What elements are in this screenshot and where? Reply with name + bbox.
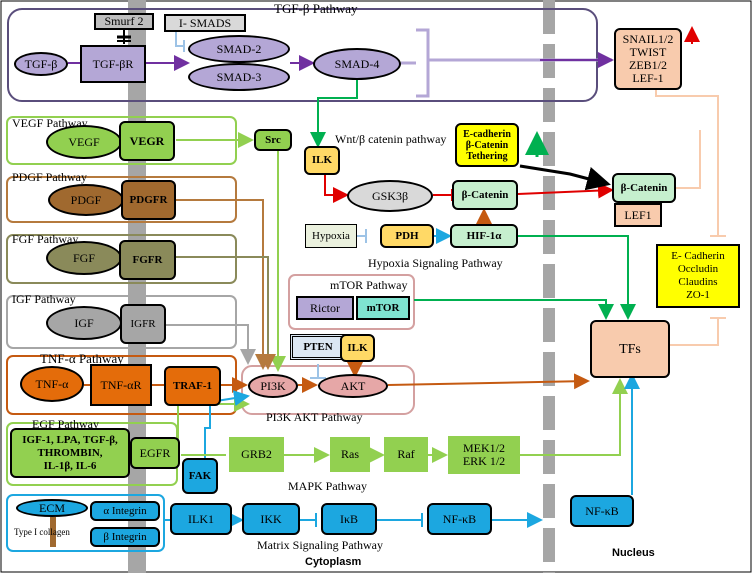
fgf-pathway-title: FGF Pathway <box>12 232 79 246</box>
hypoxia-node: Hypoxia <box>305 224 357 248</box>
ilk-wnt-node: ILK <box>304 146 340 175</box>
hif1a-node: HIF-1α <box>450 224 518 248</box>
src-node: Src <box>254 129 292 151</box>
igf-ligand-node: IGF <box>46 306 122 340</box>
beta-integrin-node: β Integrin <box>90 527 160 547</box>
vegf-ligand-node: VEGF <box>46 125 122 159</box>
lef1-node: LEF1 <box>614 203 662 227</box>
vegr-node: VEGR <box>119 121 175 161</box>
egf-ligands-node: IGF-1, LPA, TGF-β,THROMBIN,IL-1β, IL-6 <box>10 428 130 478</box>
mtor-pathway-box <box>288 274 415 330</box>
tgfb-ligand-node: TGF-β <box>14 52 68 76</box>
matrix-box <box>6 494 165 552</box>
mtor-pathway-title: mTOR Pathway <box>330 278 408 292</box>
smad4-node: SMAD-4 <box>313 48 401 80</box>
ilk1-node: ILK1 <box>170 503 232 535</box>
ilk-akt-node: ILK <box>340 334 375 362</box>
ismads-node: I- SMADS <box>164 14 246 32</box>
akt-node: AKT <box>318 374 388 398</box>
cell-membrane <box>128 0 146 573</box>
grb2-node: GRB2 <box>229 437 284 472</box>
hypoxia-pathway-title: Hypoxia Signaling Pathway <box>368 256 503 270</box>
ikk-node: IKK <box>242 503 300 535</box>
tnfa-ligand-node: TNF-α <box>20 366 84 402</box>
fak-node: FAK <box>182 458 218 494</box>
tnf-pathway-title: TNF-α Pathway <box>40 351 124 366</box>
tgf-pathway-title: TGF-β Pathway <box>274 1 358 16</box>
alpha-integrin-node: α Integrin <box>90 501 160 521</box>
pdgfr-node: PDGFR <box>121 180 176 220</box>
wnt-pathway-title: Wnt/β catenin pathway <box>335 132 447 146</box>
pi3k-pathway-title: PI3K AKT Pathway <box>266 410 363 424</box>
smad2-node: SMAD-2 <box>188 35 290 63</box>
igf-pathway-title: IGF Pathway <box>12 292 76 306</box>
egf-pathway-title: EGF Pathway <box>32 417 99 431</box>
nfkb-nuclear-node: NF-κB <box>570 495 634 527</box>
collagen-fiber <box>50 517 56 547</box>
tnfar-node: TNF-αR <box>90 364 152 406</box>
matrix-pathway-title: Matrix Signaling Pathway <box>257 538 383 552</box>
igf-pathway-box <box>6 295 237 349</box>
cytoplasm-label: Cytoplasm <box>305 556 362 568</box>
tgf-pathway-box <box>7 8 598 102</box>
ikb-node: IκB <box>321 503 377 535</box>
smad3-node: SMAD-3 <box>188 63 290 91</box>
nucleus-label: Nucleus <box>612 547 655 559</box>
type-i-collagen-label: Type I collagen <box>14 527 70 537</box>
traf1-node: TRAF-1 <box>164 366 221 406</box>
tfs-node: TFs <box>590 320 670 378</box>
mapk-pathway-title: MAPK Pathway <box>288 479 368 493</box>
tgfbr-node: TGF-βR <box>80 45 146 83</box>
nfkb-cyto-node: NF-κB <box>427 503 492 535</box>
igfr-node: IGFR <box>120 304 166 344</box>
pdgf-pathway-title: PDGF Pathway <box>12 170 88 184</box>
fgfr-node: FGFR <box>119 240 176 280</box>
mtor-node: mTOR <box>356 296 410 320</box>
fgf-ligand-node: FGF <box>46 241 122 275</box>
raf-node: Raf <box>384 437 428 472</box>
beta-catenin-cyto-node: β-Catenin <box>452 180 518 210</box>
pten-node: PTEN <box>290 334 346 360</box>
pdh-node: PDH <box>380 224 434 248</box>
pi3k-node: PI3K <box>248 374 298 398</box>
gsk3b-node: GSK3β <box>347 180 433 212</box>
egfr-node: EGFR <box>130 437 180 469</box>
pdgf-ligand-node: PDGF <box>48 184 124 216</box>
rictor-node: Rictor <box>296 296 354 320</box>
fgf-pathway-box <box>6 234 237 284</box>
ras-node: Ras <box>330 437 370 472</box>
beta-catenin-nuclear-node: β-Catenin <box>612 173 676 203</box>
smurf2-node: Smurf 2 <box>94 13 154 30</box>
ecm-node: ECM <box>16 499 88 517</box>
